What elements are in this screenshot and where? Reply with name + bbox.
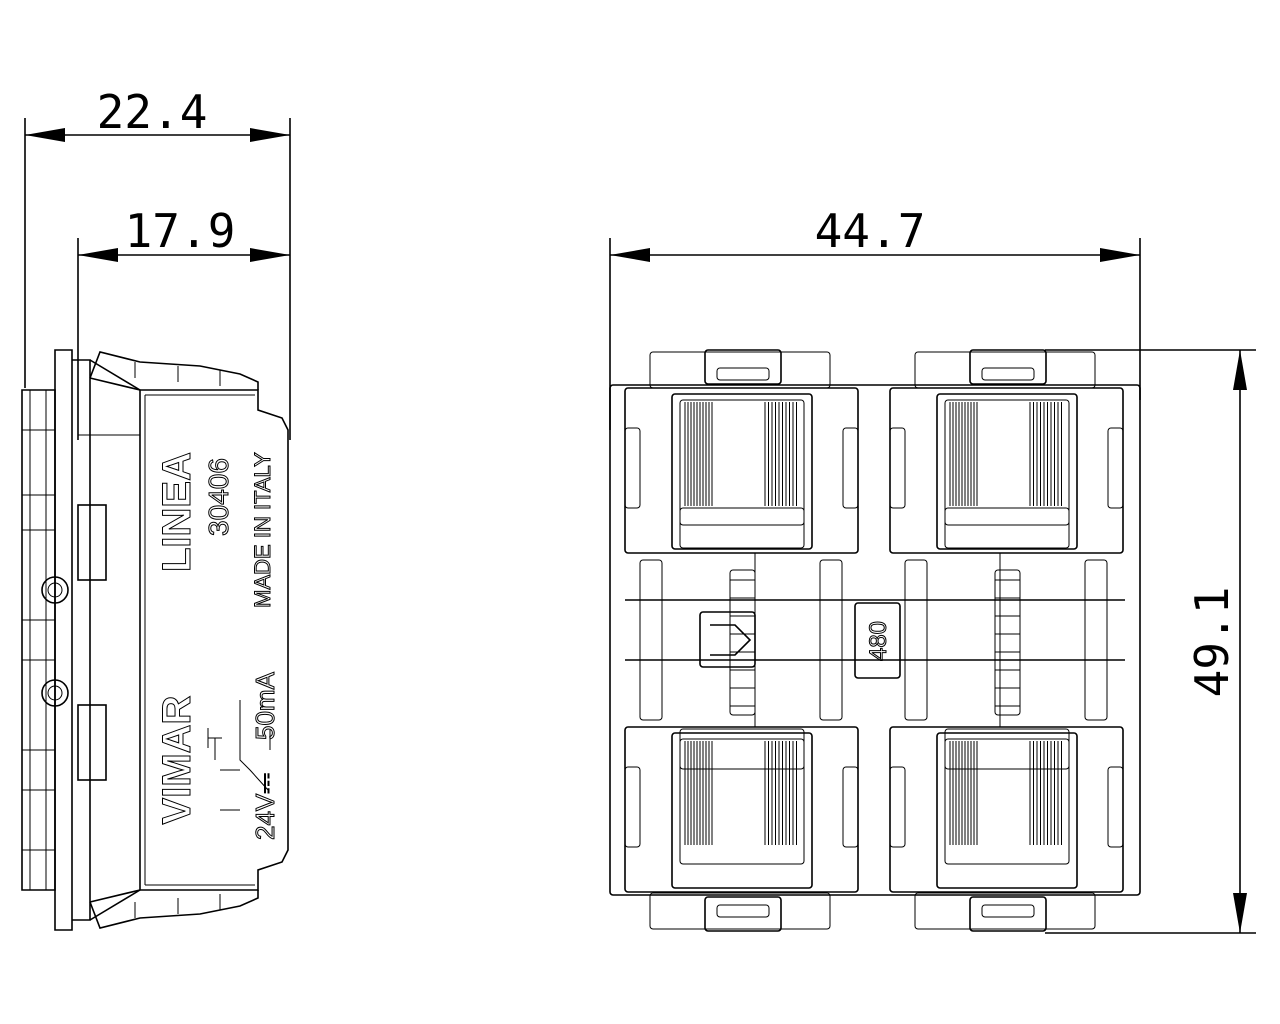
dimension-label: 49.1 [1185, 587, 1239, 698]
side-notch [842, 766, 859, 848]
screw-icon [41, 679, 69, 707]
code-label-box [854, 602, 901, 679]
mounting-clip [704, 349, 782, 385]
terminal-clamp [944, 507, 1070, 549]
mounting-clip [969, 896, 1047, 932]
terminal-housing [889, 726, 1124, 893]
switch-symbol-icon [207, 700, 271, 811]
screw-icon [41, 576, 69, 604]
terminal-clamp [944, 728, 1070, 770]
spring-slot [1084, 559, 1108, 721]
side-notch [624, 427, 641, 509]
arrow-window [699, 611, 756, 668]
terminal-clamp [679, 507, 805, 549]
rating-current-label: 50mA [250, 671, 280, 740]
front-view: 480 [609, 349, 1141, 932]
arrow-icon [710, 624, 752, 656]
dimension-label: 44.7 [815, 204, 926, 258]
side-notch [624, 766, 641, 848]
terminal-screw [936, 393, 1078, 550]
terminal-clamp [679, 728, 805, 770]
body-outline [609, 384, 1141, 896]
terminal-housing [624, 387, 859, 554]
dimension-22-4: 22.4 [24, 85, 291, 440]
terminal-screw-inner [944, 399, 1070, 526]
terminal-screw-inner [679, 399, 805, 526]
center-grid [729, 569, 756, 716]
front-code-label: 480 [865, 621, 892, 661]
side-notch [889, 766, 906, 848]
side-notch [842, 427, 859, 509]
side-view: LINEA 30406 MADE IN ITALY VIMAR 24V⎓ 50m… [21, 349, 289, 931]
rating-voltage-label: 24V⎓ [250, 773, 280, 840]
mounting-tab [649, 892, 831, 930]
mounting-tab [649, 351, 831, 389]
mounting-tab [914, 351, 1096, 389]
mounting-clip-slot [981, 367, 1035, 381]
side-notch [889, 427, 906, 509]
mounting-clip [969, 349, 1047, 385]
terminal-screw-inner [944, 738, 1070, 865]
terminal-screw [671, 732, 813, 889]
terminal-housing [889, 387, 1124, 554]
brand-series-label: LINEA [155, 452, 199, 572]
spring-slot [904, 559, 928, 721]
terminal-screw [936, 732, 1078, 889]
dimension-label: 17.9 [125, 204, 236, 258]
mounting-clip [704, 896, 782, 932]
terminal-screw-inner [679, 738, 805, 865]
mounting-clip-slot [981, 904, 1035, 918]
spring-slot [639, 559, 663, 721]
product-code-label: 30406 [203, 458, 234, 536]
dimension-49-1: 49.1 [1045, 349, 1256, 934]
spring-slot [819, 559, 843, 721]
mounting-tab [914, 892, 1096, 930]
dimension-44-7: 44.7 [609, 204, 1141, 430]
mounting-clip-slot [716, 904, 770, 918]
side-notch [1107, 766, 1124, 848]
mounting-clip-slot [716, 367, 770, 381]
center-grid [994, 569, 1021, 716]
origin-label: MADE IN ITALY [250, 452, 275, 608]
brand-logo: VIMAR [155, 695, 199, 824]
dimension-17-9: 17.9 [77, 204, 290, 440]
terminal-screw [671, 393, 813, 550]
side-notch [1107, 427, 1124, 509]
terminal-housing [624, 726, 859, 893]
dimension-label: 22.4 [97, 85, 208, 139]
